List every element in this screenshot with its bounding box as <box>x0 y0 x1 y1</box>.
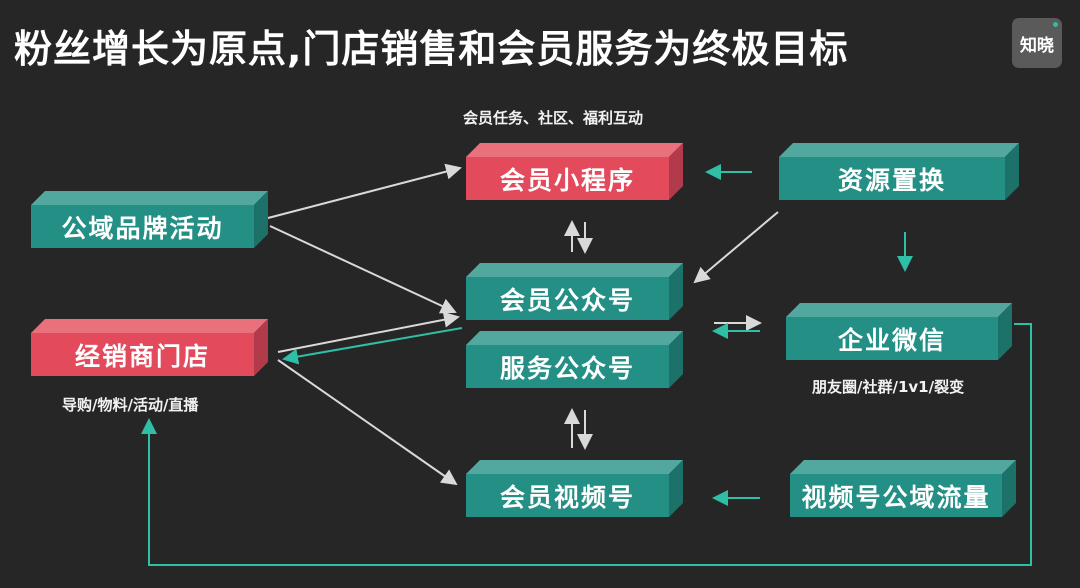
note-dealer-store: 导购/物料/活动/直播 <box>62 396 199 414</box>
node-label: 公域品牌活动 <box>31 205 254 248</box>
node-label: 经销商门店 <box>31 333 254 376</box>
arrow-store-to-official <box>277 311 460 353</box>
page-title: 粉丝增长为原点,门店销售和会员服务为终极目标 <box>14 27 849 71</box>
arrow-brand-to-official <box>269 225 457 314</box>
node-label: 会员小程序 <box>466 157 669 200</box>
node-channels-traffic: 视频号公域流量 <box>790 460 1016 517</box>
node-service-official: 服务公众号 <box>466 331 683 388</box>
node-label: 会员公众号 <box>466 277 669 320</box>
node-wecom: 企业微信 <box>786 303 1012 360</box>
node-mini-program: 会员小程序 <box>466 143 683 200</box>
node-label: 视频号公域流量 <box>790 474 1002 517</box>
note-wecom: 朋友圈/社群/1v1/裂变 <box>812 378 965 396</box>
arrow-resource-to-official <box>693 211 779 284</box>
node-member-official: 会员公众号 <box>466 263 683 320</box>
arrow-store-to-channels <box>277 359 458 486</box>
node-member-channels: 会员视频号 <box>466 460 683 517</box>
logo: 知晓 <box>1012 18 1062 68</box>
note-mini-program: 会员任务、社区、福利互动 <box>463 109 644 127</box>
node-label: 服务公众号 <box>466 345 669 388</box>
arrow-official-to-store <box>282 327 463 365</box>
logo-dot-icon <box>1053 22 1058 27</box>
node-label: 会员视频号 <box>466 474 669 517</box>
node-resource-exchange: 资源置换 <box>779 143 1019 200</box>
node-label: 资源置换 <box>779 157 1005 200</box>
node-label: 企业微信 <box>786 317 998 360</box>
node-public-brand: 公域品牌活动 <box>31 191 268 248</box>
arrow-brand-to-miniprogram <box>267 163 462 219</box>
logo-text: 知晓 <box>1020 35 1054 56</box>
arrow-wecom-loop-to-store <box>141 323 1032 566</box>
node-dealer-store: 经销商门店 <box>31 319 268 376</box>
